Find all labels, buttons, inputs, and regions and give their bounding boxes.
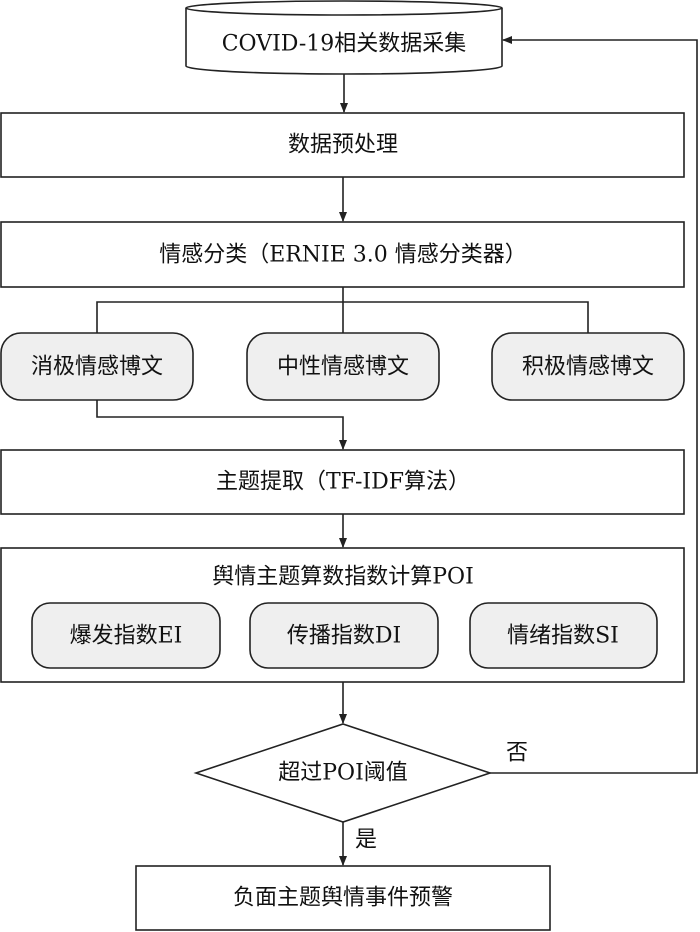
negative-label: 消极情感博文 [31, 355, 163, 380]
di-label: 传播指数DI [287, 624, 401, 649]
warning-label: 负面主题舆情事件预警 [233, 886, 453, 911]
classify-label: 情感分类（ERNIE 3.0 情感分类器） [159, 243, 527, 268]
no-label: 否 [506, 741, 528, 766]
poi-node: 舆情主题算数指数计算POI 爆发指数EI 传播指数DI 情绪指数SI [0, 547, 685, 683]
preprocess-node: 数据预处理 [0, 112, 685, 178]
arrow-no-feedback [490, 36, 698, 774]
neutral-label: 中性情感博文 [277, 355, 409, 380]
decision-label: 超过POI阈值 [278, 761, 408, 786]
ei-label: 爆发指数EI [70, 624, 183, 649]
yes-label: 是 [355, 828, 377, 853]
data-collection-label: COVID-19相关数据采集 [222, 32, 467, 57]
poi-title: 舆情主题算数指数计算POI [212, 565, 474, 590]
topic-node: 主题提取（TF-IDF算法） [0, 449, 685, 515]
data-collection-node: COVID-19相关数据采集 [185, 0, 503, 75]
decision-node: 超过POI阈值 [193, 723, 493, 823]
positive-node: 积极情感博文 [491, 332, 685, 401]
branch-lines [96, 287, 589, 333]
neutral-node: 中性情感博文 [246, 332, 440, 401]
classify-node: 情感分类（ERNIE 3.0 情感分类器） [0, 221, 685, 288]
warning-node: 负面主题舆情事件预警 [135, 865, 551, 931]
positive-label: 积极情感博文 [522, 355, 654, 380]
preprocess-label: 数据预处理 [288, 133, 398, 158]
negative-node: 消极情感博文 [0, 332, 194, 401]
si-label: 情绪指数SI [507, 624, 619, 649]
topic-label: 主题提取（TF-IDF算法） [216, 470, 470, 495]
arrow-negative-to-topic [96, 400, 347, 450]
